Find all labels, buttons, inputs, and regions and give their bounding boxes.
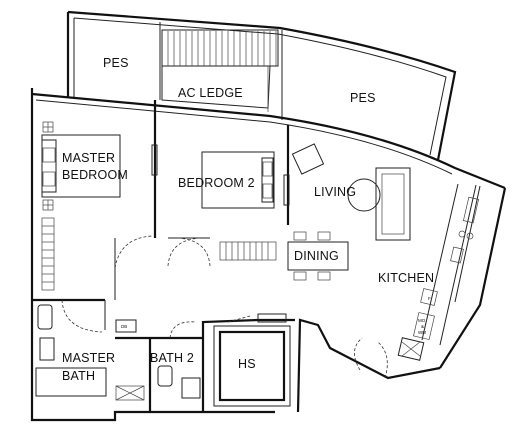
label-living: LIVING [314, 185, 356, 199]
label-pes-left: PES [103, 56, 129, 70]
kitchen-counter [354, 183, 479, 379]
label-bedroom-2: BEDROOM 2 [178, 176, 255, 190]
bedroom-2 [151, 125, 290, 267]
room-labels: PES AC LEDGE PES MASTER BEDROOM BEDROOM … [62, 56, 434, 383]
label-mo: MO [418, 318, 426, 323]
bath-2 [115, 319, 203, 412]
master-bath [32, 298, 145, 401]
label-bath-2: BATH 2 [150, 351, 194, 365]
label-dining: DINING [294, 249, 339, 263]
label-db: DB [121, 324, 127, 329]
pes-area [66, 10, 457, 161]
outer-walls [30, 88, 507, 422]
household-shelter [213, 313, 291, 407]
label-amp: & [421, 324, 424, 329]
label-ac-ledge: AC LEDGE [178, 86, 243, 100]
label-master-bath-line2: BATH [62, 369, 95, 383]
ac-ledge [161, 29, 279, 112]
label-hs: HS [238, 357, 256, 371]
appliance-labels: DB F MO & WM [121, 296, 431, 335]
label-master-bedroom-line1: MASTER [62, 151, 115, 165]
label-wm: WM [418, 330, 426, 335]
label-kitchen: KITCHEN [378, 271, 434, 285]
label-master-bedroom-line2: BEDROOM [62, 168, 128, 182]
master-bedroom [41, 100, 157, 300]
living-dining-furniture [287, 143, 411, 281]
label-fridge: F [428, 296, 431, 301]
label-pes-right: PES [350, 91, 376, 105]
label-master-bath-line1: MASTER [62, 351, 115, 365]
